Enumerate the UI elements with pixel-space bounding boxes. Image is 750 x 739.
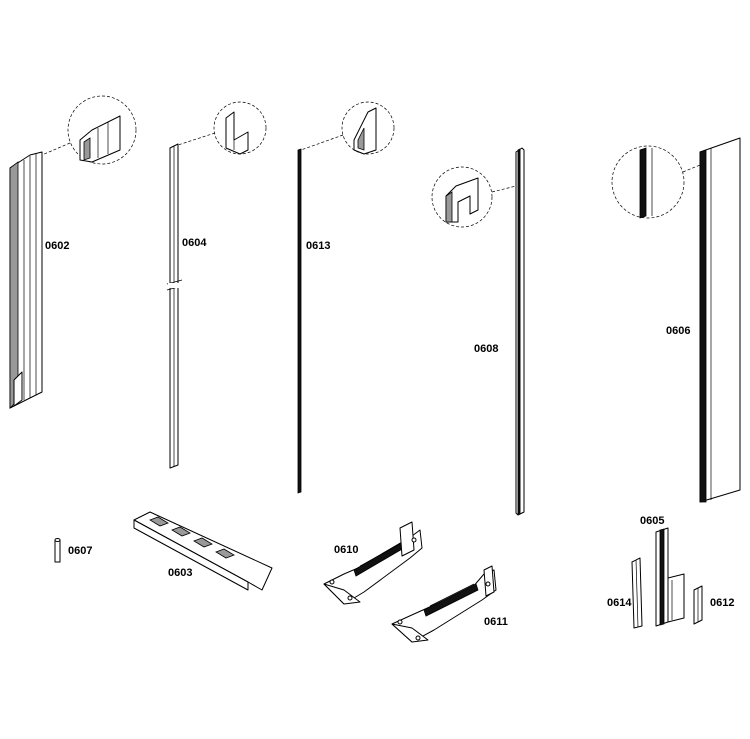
part-0604-strip bbox=[166, 143, 183, 469]
part-0607-pin bbox=[54, 538, 61, 563]
part-0605-channel bbox=[655, 527, 685, 627]
part-0613-rod bbox=[297, 148, 302, 494]
part-0611-slide-bracket bbox=[391, 565, 497, 643]
part-0612-block bbox=[693, 585, 703, 625]
label-0612: 0612 bbox=[710, 597, 734, 609]
label-0608: 0608 bbox=[474, 343, 498, 355]
detail-circle-0604 bbox=[177, 101, 267, 155]
label-0603: 0603 bbox=[168, 567, 192, 579]
part-0602-channel bbox=[9, 151, 43, 409]
label-0602: 0602 bbox=[45, 240, 69, 252]
part-0610-slide-bracket bbox=[323, 521, 423, 605]
detail-circle-0606 bbox=[611, 145, 701, 219]
label-0607: 0607 bbox=[68, 545, 92, 557]
label-0610: 0610 bbox=[334, 544, 358, 556]
part-0606-panel bbox=[699, 137, 741, 503]
label-0611: 0611 bbox=[484, 616, 508, 628]
label-0606: 0606 bbox=[666, 325, 690, 337]
label-0605: 0605 bbox=[640, 515, 664, 527]
label-0613: 0613 bbox=[306, 240, 330, 252]
part-0603-slotted-bracket bbox=[133, 511, 273, 591]
part-0608-u-channel bbox=[515, 147, 525, 516]
part-0614-strip bbox=[631, 557, 643, 629]
detail-circle-0608 bbox=[431, 166, 517, 228]
label-0614: 0614 bbox=[607, 597, 632, 609]
detail-circle-0602 bbox=[41, 95, 137, 165]
detail-circle-0613 bbox=[300, 101, 395, 155]
label-0604: 0604 bbox=[182, 237, 207, 249]
